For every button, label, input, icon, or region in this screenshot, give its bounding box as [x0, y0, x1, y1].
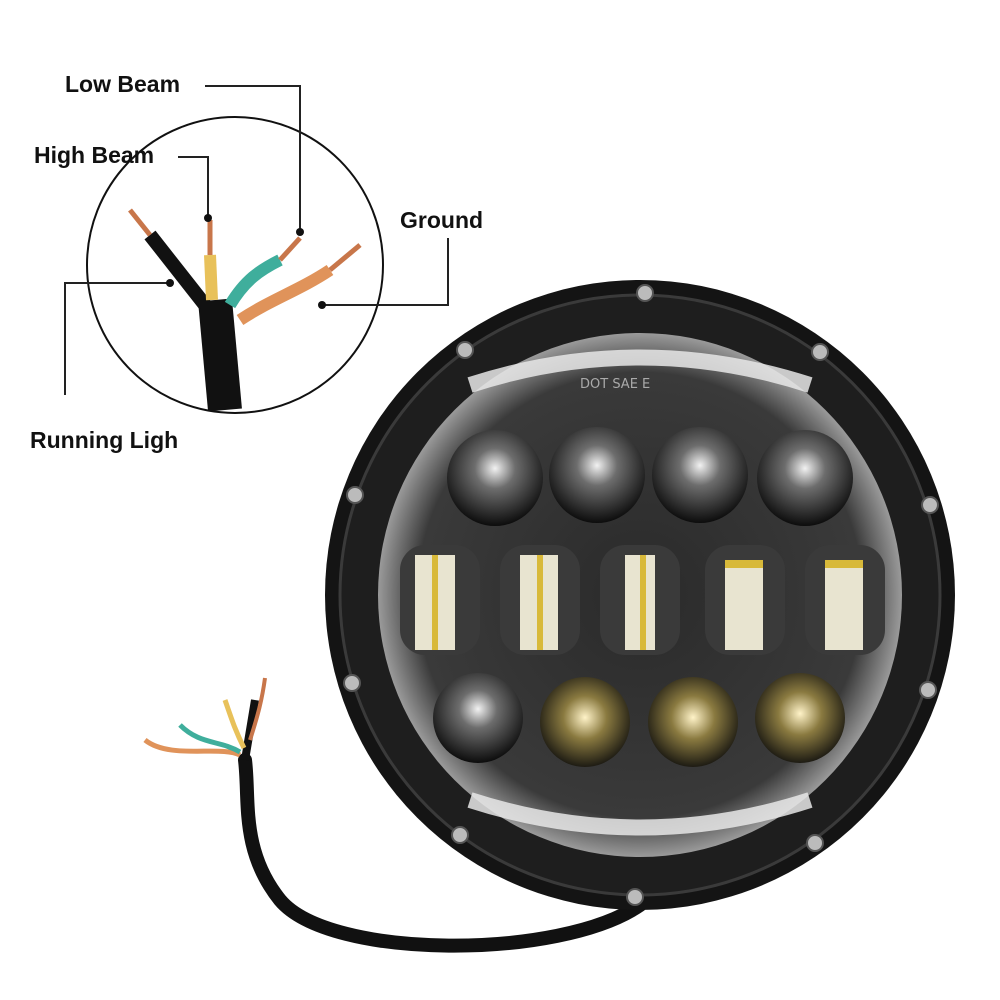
lens: [433, 673, 523, 763]
led-module: [805, 545, 885, 655]
dot-sae-stamp: DOT SAE E: [580, 377, 650, 392]
led-module: [705, 545, 785, 655]
led-module: [500, 545, 580, 655]
power-cable: [143, 677, 647, 953]
lens: [540, 677, 630, 767]
high-beam-label: High Beam: [34, 142, 155, 168]
lens: [648, 677, 738, 767]
lens: [652, 427, 748, 523]
drl-strip-top: [467, 349, 813, 393]
leader-lines: [64, 85, 449, 395]
low-beam-label: Low Beam: [65, 71, 181, 97]
ground-label: Ground: [400, 207, 484, 233]
led-module: [400, 545, 480, 655]
led-module: [600, 545, 680, 655]
lens: [447, 430, 543, 526]
wire-detail-inset: [86, 116, 384, 414]
lens: [757, 430, 853, 526]
lens: [755, 673, 845, 763]
lens: [549, 427, 645, 523]
headlight: DOT SAE E: [325, 280, 955, 910]
running-light-label: Running Ligh: [30, 427, 179, 453]
leader-dots: [166, 214, 326, 309]
drl-strip-bottom: [467, 792, 813, 836]
bezel-screws: [343, 284, 939, 906]
